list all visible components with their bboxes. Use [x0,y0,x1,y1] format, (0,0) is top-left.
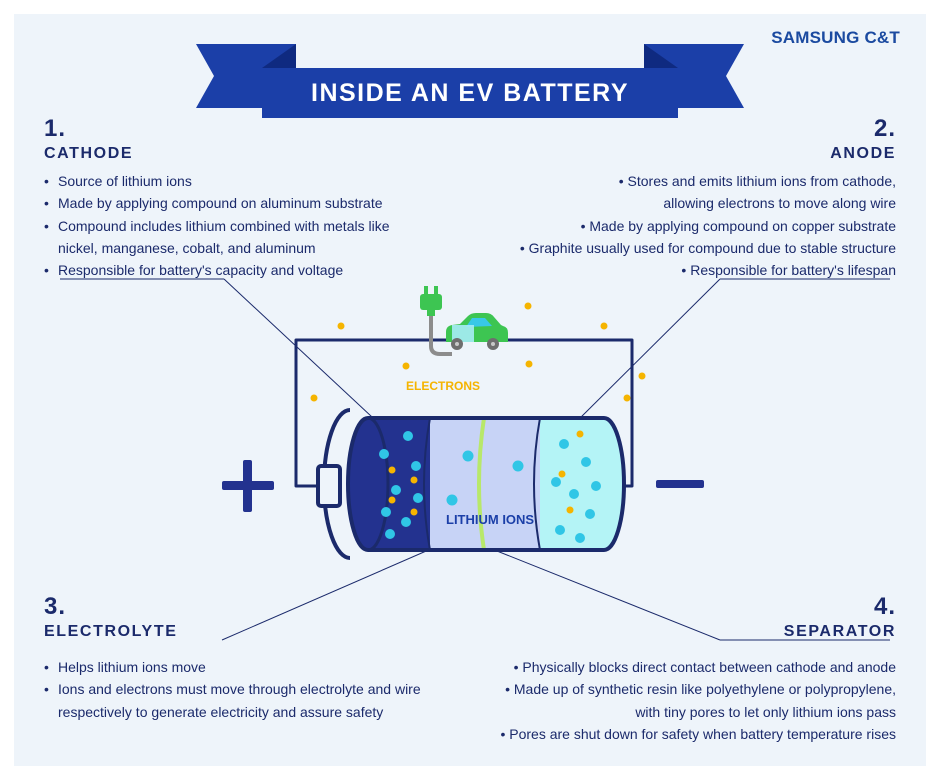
section-separator: 4. SEPARATOR • Physically blocks direct … [436,594,896,745]
electron [623,394,631,402]
section-title: SEPARATOR [783,623,896,640]
section-anode: 2. ANODE • Stores and emits lithium ions… [436,116,896,281]
ion [581,457,591,467]
list-item: Compound includes lithium combined with … [44,215,464,238]
banner-left-fold [262,44,296,68]
leader-lines [60,278,890,641]
electron [600,322,608,330]
list-item: respectively to generate electricity and… [58,703,384,720]
list-item: • Made up of synthetic resin like polyet… [505,681,896,698]
section-number: 3. [44,593,67,620]
ion [585,509,595,519]
brand-logo: SAMSUNG C&T [771,28,900,47]
electrons-label: ELECTRONS [406,379,480,393]
electron [410,508,418,516]
section-title: ELECTROLYTE [44,623,178,640]
ion [391,485,401,495]
battery-layers [348,418,624,550]
section-number: 1. [44,115,67,142]
minus-sign [656,480,704,488]
list-item: • Pores are shut down for safety when ba… [500,725,896,742]
list-item: • Graphite usually used for compound due… [519,239,896,256]
list-item: Ions and electrons must move through ele… [44,678,474,701]
page-title: INSIDE AN EV BATTERY [311,79,629,107]
ion [413,493,423,503]
ion [551,477,561,487]
list-item: • Made by applying compound on copper su… [580,217,896,234]
ion [446,494,458,506]
lithium-ions-label: LITHIUM IONS [446,512,534,527]
electron [337,322,345,330]
list-item: • Stores and emits lithium ions from cat… [618,173,896,189]
leader-cathode-diagonal [223,278,387,431]
ion [559,439,569,449]
section-title: ANODE [830,145,896,162]
section-number: 2. [873,115,896,142]
ion [462,450,474,462]
ion [575,533,585,543]
ion [385,529,395,539]
bullet-list: Helps lithium ions move Ions and electro… [44,656,474,723]
electrolyte-layer [430,418,540,550]
separator-membrane [477,418,486,550]
banner-right-fold [644,44,678,68]
lithium-ions [379,431,601,543]
battery-shell [346,416,626,552]
list-item: allowing electrons to move along wire [663,195,896,212]
leader-separator [481,544,721,641]
electron [402,362,410,370]
list-item: nickel, manganese, cobalt, and aluminum [58,239,316,256]
electron [388,466,396,474]
ion [555,525,565,535]
power-plug-icon [420,286,452,356]
electric-car-icon [446,313,508,350]
list-item: Helps lithium ions move [44,656,474,679]
section-number: 4. [873,593,896,620]
ion [403,431,413,441]
battery-front-edge [367,416,390,552]
electron [410,476,418,484]
list-item: Source of lithium ions [44,170,464,193]
bullet-list: • Stores and emits lithium ions from cat… [436,170,896,281]
ion [381,507,391,517]
leader-anode-diagonal [567,278,721,431]
background-panel [14,14,926,766]
battery-terminal [316,464,342,508]
banner-center [262,68,678,118]
ion [411,461,421,471]
electron [638,372,646,380]
list-item: • Physically blocks direct contact betwe… [513,659,896,675]
leader-electrolyte [221,544,441,641]
bullet-list: • Physically blocks direct contact betwe… [436,656,896,745]
anode-boundary [533,418,541,550]
electron [525,360,533,368]
ion [591,481,601,491]
bullet-list: Source of lithium ions Made by applying … [44,170,464,282]
list-item: with tiny pores to let only lithium ions… [635,703,896,720]
electron [524,302,532,310]
electron [558,470,566,478]
section-cathode: 1. CATHODE Source of lithium ions Made b… [44,115,464,282]
ion [512,460,524,472]
electrons [310,302,646,516]
list-item: Made by applying compound on aluminum su… [44,192,464,215]
electron [388,496,396,504]
section-electrolyte: 3. ELECTROLYTE Helps lithium ions move I… [44,594,474,723]
cathode-boundary [423,418,431,550]
electron [576,430,584,438]
list-item: • Responsible for battery's lifespan [681,262,896,279]
list-item: Responsible for battery's capacity and v… [44,259,464,282]
ion [379,449,389,459]
ion [569,489,579,499]
electron [566,506,574,514]
plus-sign [222,460,274,512]
ion [401,517,411,527]
electron [310,394,318,402]
section-title: CATHODE [44,145,134,162]
